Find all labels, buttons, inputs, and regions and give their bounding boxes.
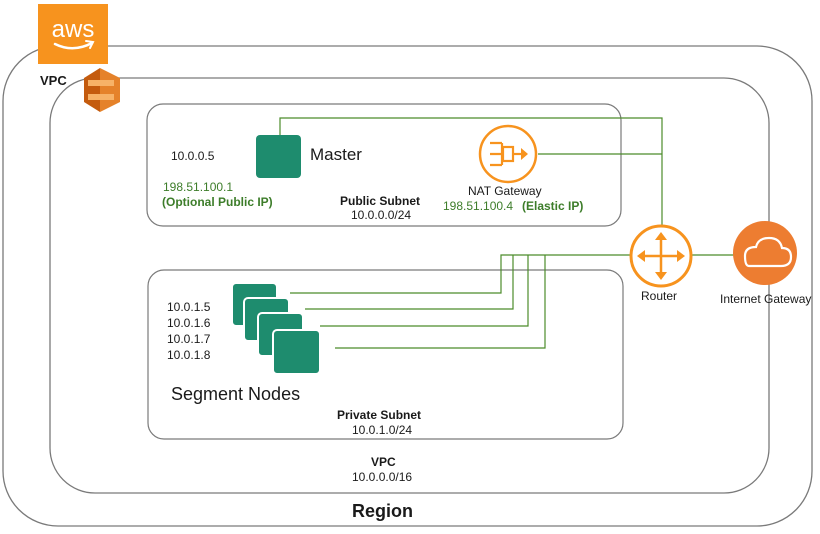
router-icon: [629, 224, 693, 288]
router-label: Router: [641, 289, 678, 303]
segment-node-4: [272, 329, 321, 375]
private-subnet-label: Private Subnet: [337, 408, 422, 422]
public-subnet-box: [146, 103, 622, 227]
segment-node-ip-2: 10.0.1.6: [167, 316, 211, 330]
vpc-label: VPC: [371, 455, 396, 469]
vpc-boundary: [49, 77, 770, 494]
master-public-ip-note: (Optional Public IP): [162, 195, 273, 209]
connection-lines: [279, 117, 735, 349]
nat-gateway-ip-note: (Elastic IP): [522, 199, 584, 213]
internet-gateway-label: Internet Gateway: [720, 292, 812, 306]
region-boundary: [2, 45, 813, 527]
nat-gateway-icon: [478, 124, 538, 184]
segment-nodes-label: Segment Nodes: [171, 384, 301, 404]
master-label: Master: [310, 145, 362, 164]
segment-node-ip-4: 10.0.1.8: [167, 348, 211, 362]
vpc-corner-label: VPC: [40, 73, 67, 88]
public-subnet-label: Public Subnet: [340, 194, 421, 208]
node4-link-line: [335, 255, 546, 349]
internet-gateway-icon: [733, 221, 797, 285]
segment-node-ip-3: 10.0.1.7: [167, 332, 211, 346]
node1-link-line: [290, 254, 640, 294]
private-subnet-box: [147, 269, 624, 440]
segment-nodes-stack: [231, 282, 321, 375]
node3-link-line: [320, 255, 529, 327]
nat-gateway-ip: 198.51.100.4: [443, 199, 514, 213]
nat-gateway-label: NAT Gateway: [468, 184, 542, 198]
aws-logo: aws: [38, 4, 108, 64]
master-public-ip: 198.51.100.1: [163, 180, 234, 194]
public-subnet-cidr: 10.0.0.0/24: [351, 208, 412, 222]
node2-link-line: [305, 255, 514, 310]
aws-logo-text: aws: [52, 16, 95, 43]
vpc-cidr: 10.0.0.0/16: [352, 470, 413, 484]
master-to-router-line: [279, 117, 663, 225]
private-subnet-cidr: 10.0.1.0/24: [352, 423, 413, 437]
master-node: [256, 135, 301, 178]
segment-node-ip-1: 10.0.1.5: [167, 300, 211, 314]
vpc-icon: [84, 68, 120, 112]
master-private-ip: 10.0.0.5: [171, 149, 215, 163]
region-label: Region: [352, 501, 413, 521]
